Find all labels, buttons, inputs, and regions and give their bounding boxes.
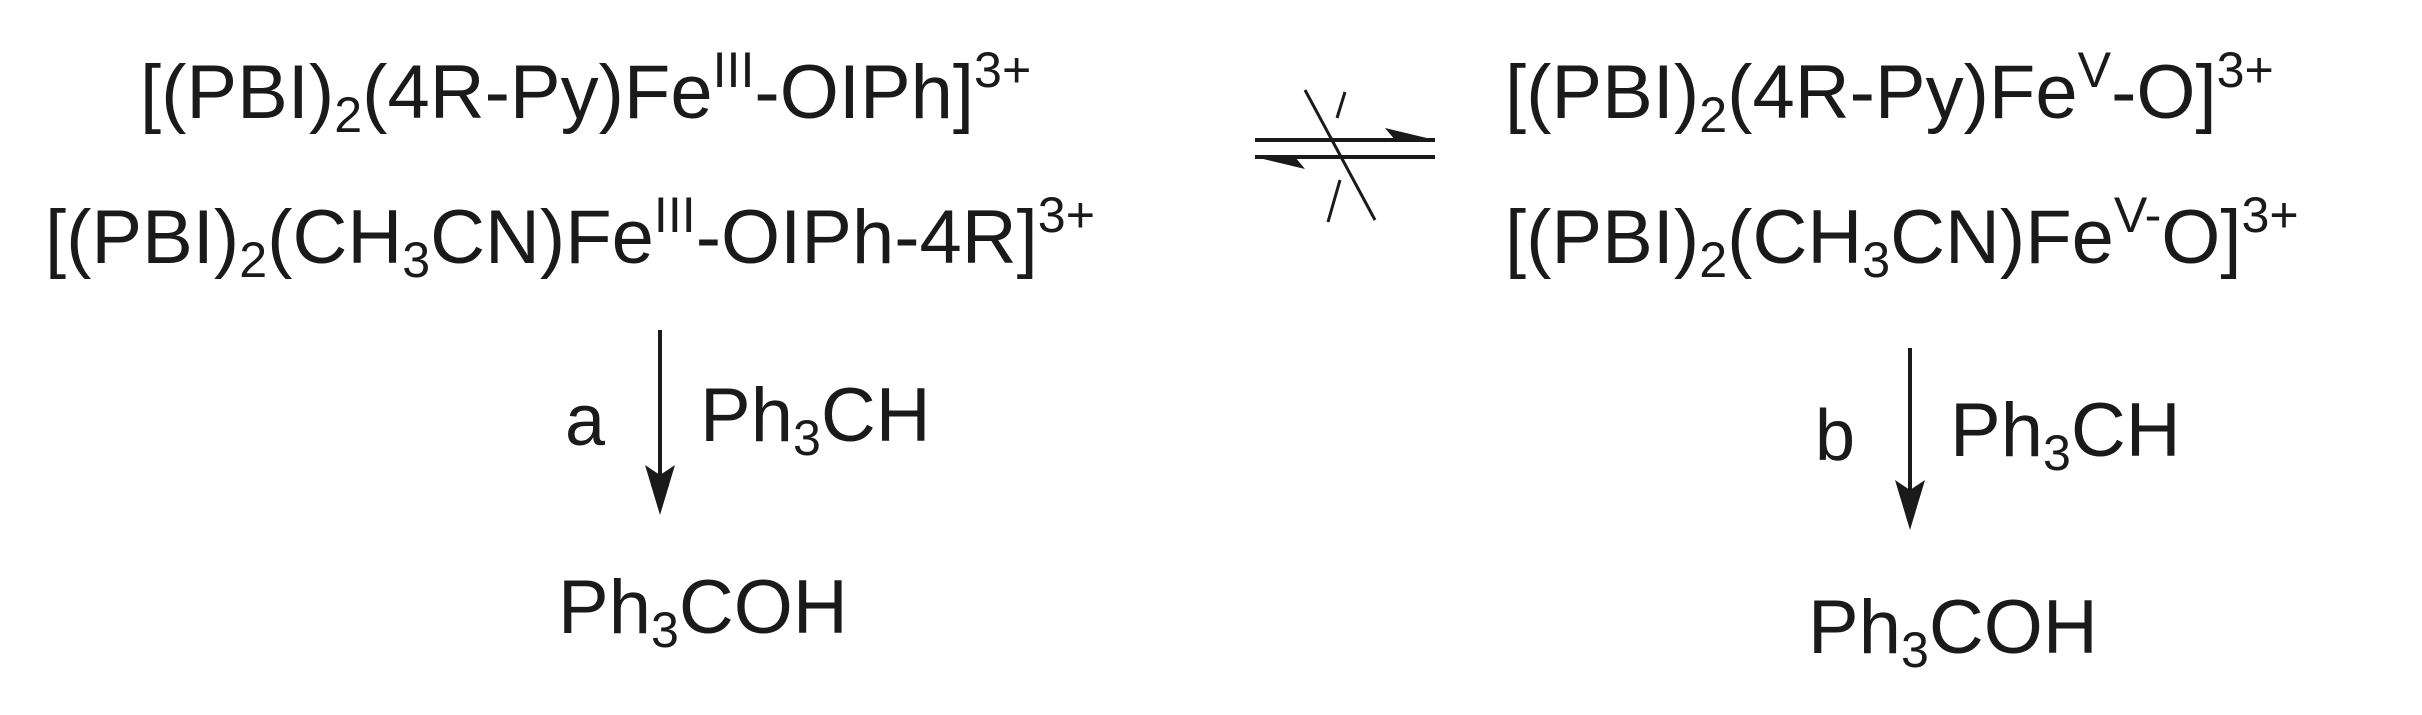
right-complex-acetonitrile: [(PBI)2(CH3CN)FeV-O]3+ (1505, 186, 2299, 289)
blocked-equilibrium-arrow (1255, 89, 1435, 223)
left-complex-acetonitrile: [(PBI)2(CH3CN)FeIII-OIPh-4R]3+ (45, 186, 1095, 289)
left-product: Ph3COH (558, 565, 848, 659)
strike-tick-lower (1326, 179, 1342, 223)
step-label-a: a (565, 381, 606, 461)
strike-tick-upper (1335, 91, 1347, 119)
reverse-half-arrowhead (1255, 157, 1305, 169)
left-complex-py: [(PBI)2(4R-Py)FeIII-OIPh]3+ (140, 41, 1032, 144)
right-reagent: Ph3CH (1950, 388, 2181, 482)
step-label-b: b (1815, 396, 1856, 476)
forward-half-arrowhead (1385, 128, 1435, 140)
down-arrow-a (645, 330, 675, 515)
left-reagent: Ph3CH (700, 373, 931, 467)
right-complex-py: [(PBI)2(4R-Py)FeV-O]3+ (1505, 41, 2274, 144)
right-product: Ph3COH (1808, 585, 2098, 679)
strike-line-long (1303, 89, 1377, 221)
down-arrow-b (1895, 348, 1925, 530)
